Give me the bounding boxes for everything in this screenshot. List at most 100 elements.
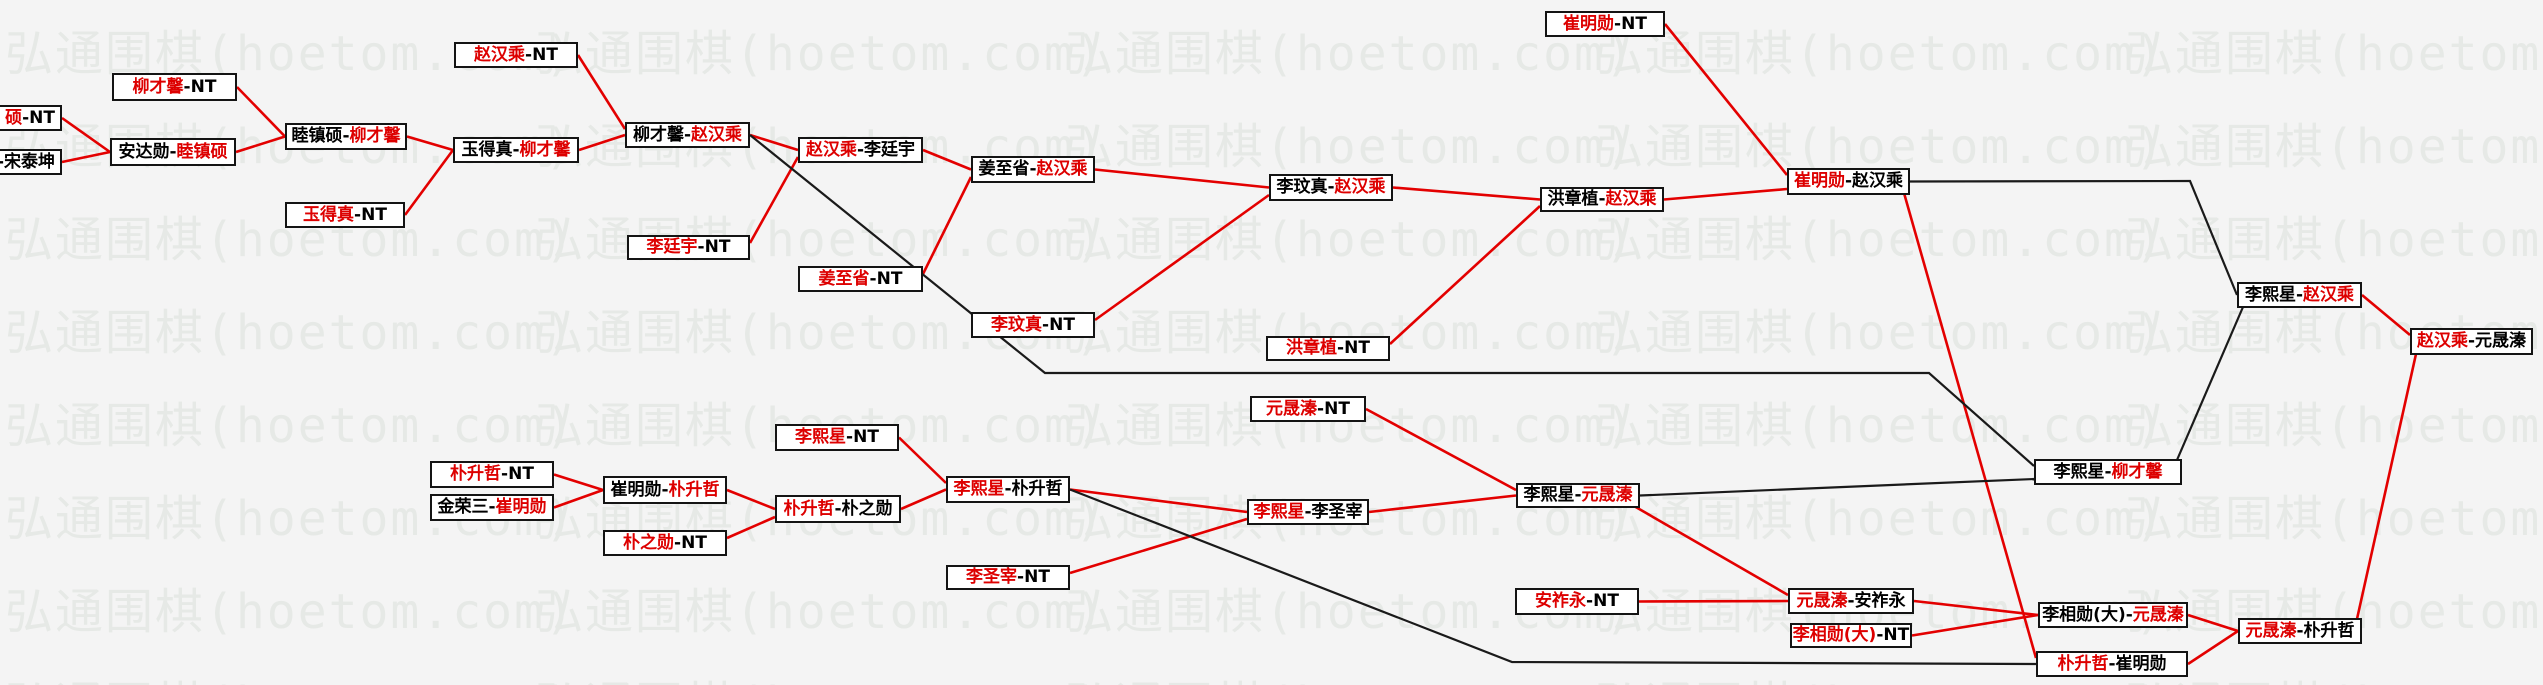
match-box-zhc_ysj: 赵汉乘-元晟溱 (2410, 328, 2533, 355)
player-name: 柳才馨- (632, 124, 692, 145)
advance-line (1902, 192, 2038, 659)
player-name: -NT (697, 237, 731, 257)
advancing-player-name: 朴升哲 (783, 498, 835, 519)
match-box-lsz_nt: 李圣宰-NT (946, 565, 1070, 590)
watermark-text: 弘通围棋(hoetom.com) (5, 584, 576, 640)
match-box-cmx_zhc: 崔明勋-赵汉乘 (1787, 168, 1910, 195)
player-name: -朴之勋 (834, 498, 893, 519)
player-name: 崔明勋- (610, 479, 669, 500)
advancing-player-name: 崔明勋 (495, 497, 547, 517)
advancing-player-name: 柳才馨 (132, 76, 184, 97)
advance-line (406, 135, 454, 152)
advance-line (2187, 629, 2239, 666)
player-name: -NT (22, 107, 55, 128)
advancing-player-name: 李熙星 (1253, 501, 1305, 522)
player-name: -NT (1876, 625, 1910, 645)
advancing-player-name: 赵汉乘 (805, 139, 857, 160)
watermark-text: 弘通围棋(hoetom.com) (1595, 119, 2166, 175)
advance-line (726, 488, 776, 511)
drop-line (1069, 488, 2037, 666)
advancing-player-name: 赵汉乘 (1036, 159, 1088, 179)
advance-line (1913, 599, 2039, 617)
player-name: -崔明勋 (2108, 653, 2167, 674)
watermark-text: 弘通围棋(hoetom.com) (1595, 681, 2166, 685)
advancing-player-name: 崔明勋 (1793, 171, 1845, 191)
advancing-player-name: 李圣宰 (966, 567, 1018, 587)
watermark-text: 弘通围棋(hoetom.com) (2125, 398, 2543, 454)
drop-line (1639, 477, 2035, 497)
watermark-text: 弘通围棋(hoetom.com) (1065, 26, 1636, 82)
match-box-adx_stk_cut: -宋泰坤 (0, 149, 62, 175)
advance-line (898, 436, 947, 484)
match-box-mjs_ljx: 睦镇硕-柳才馨 (285, 123, 407, 150)
advance-line (1392, 186, 1541, 201)
match-box-lxx_ysj: 李熙星-元晟溱 (1516, 483, 1640, 508)
player-name: -安祚永 (1847, 590, 1906, 611)
advance-line (2187, 613, 2239, 633)
player-name: -朴升哲 (1004, 479, 1063, 499)
advance-line (235, 135, 286, 154)
advancing-player-name: 赵汉乘 (474, 44, 526, 65)
advancing-player-name: 元晟溱 (1796, 590, 1848, 611)
match-box-jrs_cmx: 金荣三-崔明勋 (430, 494, 554, 521)
match-box-lxx_lsz: 李熙星-李圣宰 (1247, 499, 1369, 525)
advance-line (921, 176, 973, 275)
watermark-text: 弘通围棋(hoetom.com) (2125, 26, 2543, 82)
advance-line (1069, 488, 1248, 514)
player-name: -NT (869, 268, 903, 289)
advancing-player-name: 元晟溱 (1266, 398, 1318, 419)
player-name: -赵汉乘 (1844, 171, 1904, 191)
player-name: -宋泰坤 (0, 151, 55, 172)
player-name: -NT (1337, 338, 1370, 358)
advancing-player-name: 朴之勋 (623, 532, 675, 553)
match-box-azy_nt: 安祚永-NT (1515, 588, 1639, 615)
advancing-player-name: 柳才馨 (349, 126, 401, 146)
match-box-lxx_psz: 李熙星-朴升哲 (946, 476, 1070, 503)
advancing-player-name: 硕 (5, 107, 23, 128)
drop-line (749, 134, 2035, 467)
player-name: -NT (354, 204, 387, 225)
watermark-text: 弘通围棋(hoetom.com) (2125, 119, 2543, 175)
match-box-cmx_psz: 崔明勋-朴升哲 (603, 476, 727, 504)
advance-line (236, 86, 286, 138)
advancing-player-name: 元晟溱 (2132, 604, 2184, 625)
player-name: -NT (1042, 314, 1075, 335)
match-box-ysj_psz: 元晟溱-朴升哲 (2238, 618, 2362, 644)
watermark-text: 弘通围棋(hoetom.com) (1595, 491, 2166, 547)
match-box-jzs_nt: 姜至省-NT (798, 266, 923, 292)
advance-line (1911, 613, 2039, 637)
advancing-player-name: 睦镇硕 (176, 141, 228, 162)
player-name: 洪章植- (1547, 189, 1606, 209)
watermark-text: 弘通围棋(hoetom.com) (2125, 491, 2543, 547)
player-name: 李玟真- (1276, 177, 1335, 197)
match-box-lxx_ljx: 李熙星-柳才馨 (2034, 459, 2182, 485)
watermark-text: 弘通围棋(hoetom.com) (5, 398, 576, 454)
watermark-text: 弘通围棋(hoetom.com) (535, 681, 1106, 685)
advance-line (2355, 353, 2418, 620)
match-box-ysj_azy: 元晟溱-安祚永 (1788, 588, 1914, 614)
advancing-player-name: 玉得真 (303, 204, 355, 225)
match-box-psz_pzx: 朴升哲-朴之勋 (775, 495, 901, 523)
advance-line (1368, 494, 1517, 514)
watermark-text: 弘通围棋(hoetom.com) (1065, 119, 1636, 175)
advance-line (61, 116, 111, 154)
advance-line (578, 133, 626, 152)
player-name: -NT (183, 76, 217, 97)
player-name: 睦镇硕- (291, 126, 350, 146)
match-box-jzs_zhc: 姜至省-赵汉乘 (971, 156, 1095, 183)
player-name: 李熙星- (2244, 284, 2304, 305)
player-name: -李廷宇 (856, 139, 916, 160)
advance-line (922, 148, 972, 171)
player-name: -NT (525, 44, 558, 65)
advance-line (749, 133, 799, 152)
match-box-hzz_zhc: 洪章植-赵汉乘 (1540, 187, 1664, 212)
match-box-mjs_nt_cut: 硕-NT (0, 105, 62, 131)
advance-line (1663, 23, 1789, 176)
player-name: -NT (1586, 591, 1619, 611)
player-name: -NT (1317, 398, 1350, 419)
watermark-text: 弘通围棋(hoetom.com) (5, 305, 576, 361)
player-name: 李熙星- (1523, 485, 1582, 505)
advance-line (2361, 294, 2411, 336)
advance-line (553, 473, 604, 492)
